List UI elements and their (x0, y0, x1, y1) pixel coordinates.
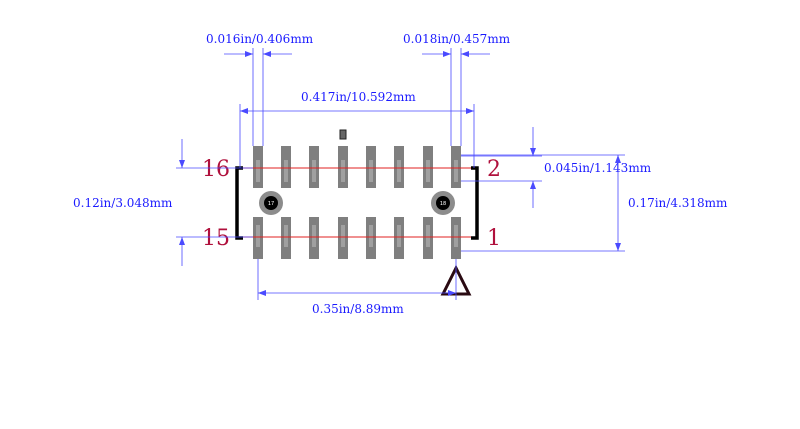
dimension-overall-length: 0.417in/10.592mm (239, 90, 475, 168)
dimension-overall-width: 0.17in/4.318mm (461, 154, 728, 252)
mount-hole-left-label: 17 (268, 201, 274, 207)
dim-text-overall-length: 0.417in/10.592mm (301, 90, 416, 104)
pin-label-2: 2 (487, 157, 501, 182)
dimension-pad-length: 0.045in/1.143mm (461, 127, 652, 208)
dim-text-row-spacing: 0.12in/3.048mm (73, 196, 173, 210)
dim-text-pad-width: 0.016in/0.406mm (206, 32, 314, 46)
pin-label-1: 1 (487, 226, 501, 251)
dimension-pad-width: 0.016in/0.406mm (206, 32, 314, 146)
dim-text-pad-length: 0.045in/1.143mm (544, 161, 652, 175)
dimension-pad-gap: 0.018in/0.457mm (403, 32, 511, 146)
dim-text-pitch-span: 0.35in/8.89mm (312, 302, 404, 316)
bottom-pad-row (253, 217, 461, 259)
dimension-row-spacing: 0.12in/3.048mm (73, 139, 253, 266)
fiducial-marker (339, 129, 347, 140)
top-pad-row (253, 146, 461, 188)
pin-label-15: 15 (202, 226, 230, 251)
dim-text-pad-gap: 0.018in/0.457mm (403, 32, 511, 46)
mount-hole-right-label: 18 (440, 201, 446, 207)
dim-text-overall-width: 0.17in/4.318mm (628, 196, 728, 210)
mount-hole-right: 18 (431, 191, 455, 215)
mount-hole-left: 17 (259, 191, 283, 215)
pin-label-16: 16 (202, 157, 230, 182)
dimension-pitch-span: 0.35in/8.89mm (257, 259, 457, 316)
